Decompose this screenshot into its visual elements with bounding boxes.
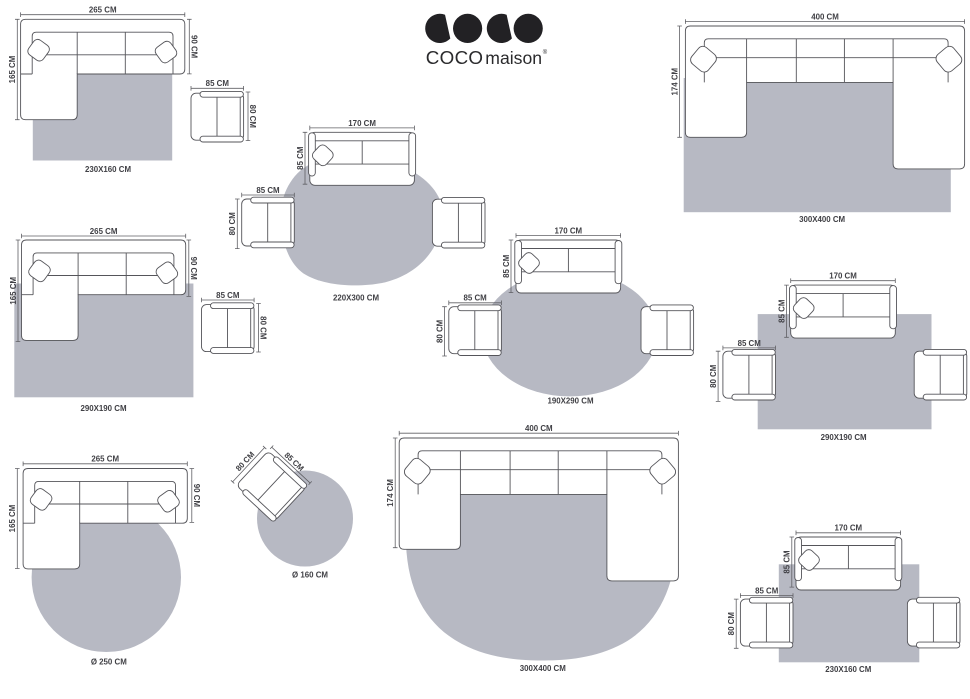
svg-text:80 CM: 80 CM <box>727 612 736 636</box>
svg-text:165 CM: 165 CM <box>8 504 17 532</box>
svg-text:COCO: COCO <box>426 47 484 68</box>
svg-text:230X160 CM: 230X160 CM <box>85 165 131 174</box>
svg-text:80 CM: 80 CM <box>259 316 268 340</box>
svg-text:300X400 CM: 300X400 CM <box>520 664 566 673</box>
svg-text:165 CM: 165 CM <box>9 277 18 305</box>
svg-text:85 CM: 85 CM <box>777 299 786 323</box>
svg-text:265 CM: 265 CM <box>90 227 118 236</box>
svg-text:85 CM: 85 CM <box>216 291 240 300</box>
svg-text:290X190 CM: 290X190 CM <box>80 404 126 413</box>
svg-text:90 CM: 90 CM <box>189 257 198 281</box>
svg-text:80 CM: 80 CM <box>709 364 718 388</box>
svg-text:300X400 CM: 300X400 CM <box>799 215 845 224</box>
svg-text:85 CM: 85 CM <box>206 79 230 88</box>
svg-text:265 CM: 265 CM <box>89 6 117 15</box>
svg-text:85 CM: 85 CM <box>296 146 305 170</box>
svg-text:290X190 CM: 290X190 CM <box>821 433 867 442</box>
svg-text:85 CM: 85 CM <box>755 587 779 596</box>
svg-text:265 CM: 265 CM <box>91 455 119 464</box>
svg-text:maison: maison <box>485 48 542 68</box>
svg-text:170 CM: 170 CM <box>348 119 376 128</box>
svg-text:80 CM: 80 CM <box>435 319 444 343</box>
svg-text:®: ® <box>543 49 548 56</box>
svg-text:85 CM: 85 CM <box>502 254 511 278</box>
svg-text:80 CM: 80 CM <box>248 105 257 129</box>
svg-text:220X300 CM: 220X300 CM <box>333 293 379 302</box>
svg-text:Ø 250 CM: Ø 250 CM <box>91 658 127 667</box>
svg-text:165 CM: 165 CM <box>8 55 17 83</box>
svg-text:230X160 CM: 230X160 CM <box>825 665 871 674</box>
svg-text:170 CM: 170 CM <box>829 272 857 281</box>
svg-text:170 CM: 170 CM <box>834 524 862 533</box>
svg-text:90 CM: 90 CM <box>192 484 201 508</box>
svg-text:85 CM: 85 CM <box>783 550 792 574</box>
svg-text:90 CM: 90 CM <box>190 35 199 59</box>
svg-text:85 CM: 85 CM <box>256 186 280 195</box>
svg-text:400 CM: 400 CM <box>811 13 839 22</box>
svg-text:174 CM: 174 CM <box>670 67 679 95</box>
svg-text:170 CM: 170 CM <box>554 226 582 235</box>
svg-text:400 CM: 400 CM <box>525 424 553 433</box>
svg-text:Ø 160 CM: Ø 160 CM <box>292 570 328 579</box>
svg-text:80 CM: 80 CM <box>228 212 237 236</box>
svg-text:85 CM: 85 CM <box>738 339 762 348</box>
svg-text:190X290 CM: 190X290 CM <box>547 397 593 406</box>
svg-text:85 CM: 85 CM <box>463 294 487 303</box>
svg-text:174 CM: 174 CM <box>386 479 395 507</box>
